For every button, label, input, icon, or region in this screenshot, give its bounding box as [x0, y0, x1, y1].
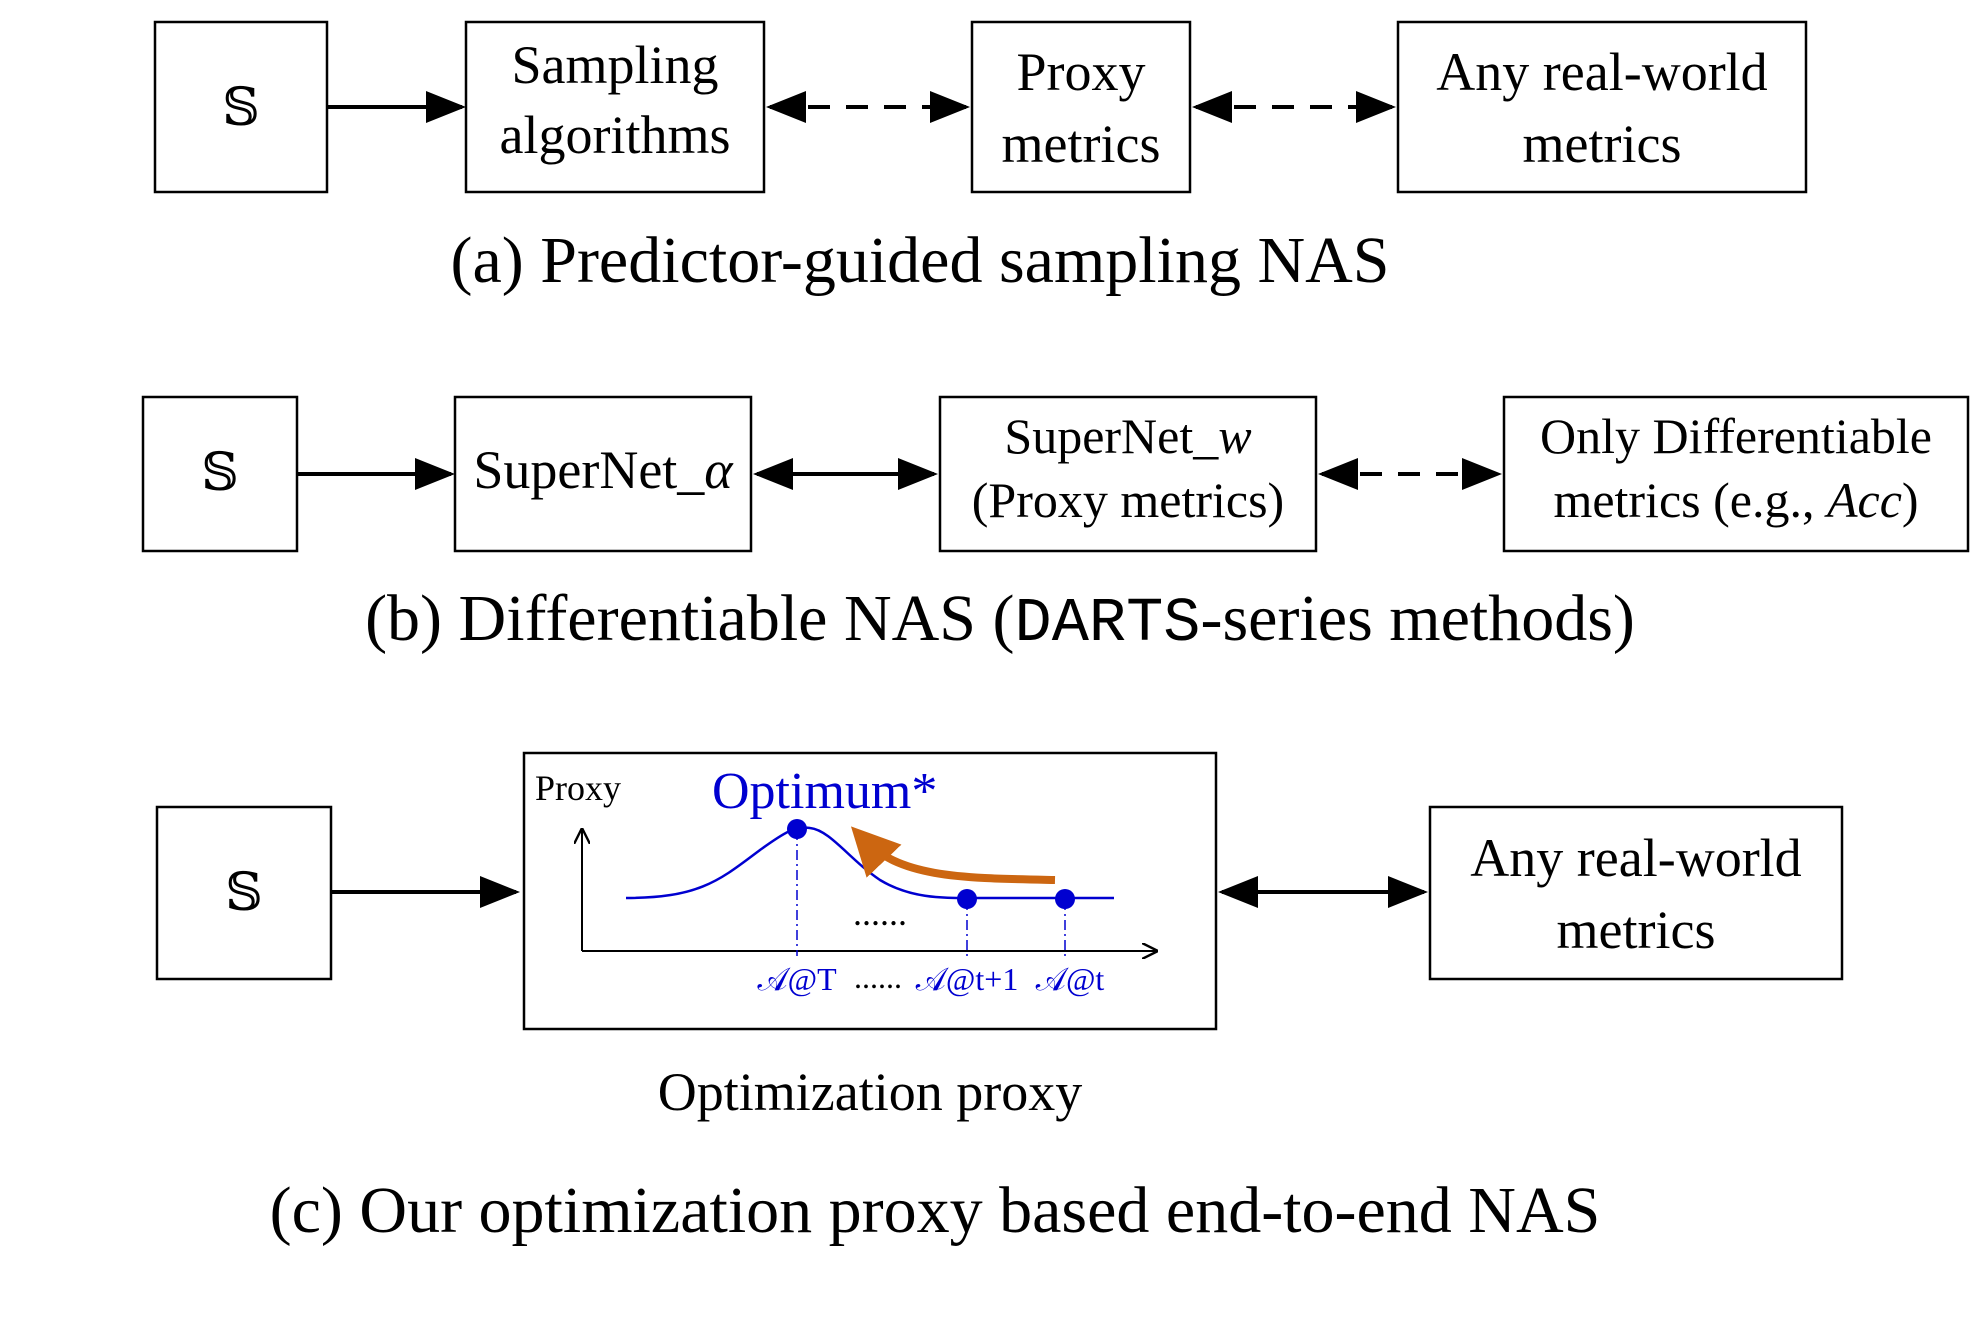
panel-b-diff-line1: Only Differentiable — [1540, 408, 1932, 464]
panel-c-tick-t: 𝒜@t — [1036, 961, 1105, 997]
panel-c-caption: (c) Our optimization proxy based end-to-… — [270, 1174, 1601, 1247]
panel-c-search-space-symbol: 𝕊 — [225, 863, 263, 923]
panel-c-y-axis-label: Proxy — [535, 768, 621, 808]
panel-c-tick-T: 𝒜@T — [757, 961, 837, 997]
panel-b-search-space-symbol: 𝕊 — [201, 443, 239, 503]
panel-b-supernet-alpha-text: SuperNet_ — [473, 440, 705, 500]
panel-c-proxy-curve — [625, 826, 1114, 900]
panel-b-diff-line2-italic: Acc — [1824, 472, 1902, 528]
panel-b-supernet-alpha-label: SuperNet_α — [473, 440, 734, 500]
panel-b-supernet-w-box — [938, 395, 1318, 553]
panel-c-tick-dots: ...... — [854, 959, 902, 995]
panel-a-proxy-line1: Proxy — [1016, 42, 1145, 102]
panel-b-caption-mono: DARTS — [1014, 588, 1200, 659]
panel-a-sampling-box — [464, 20, 766, 194]
panel-a-proxy-box — [970, 20, 1192, 194]
panel-a-real-world-box — [1396, 20, 1808, 194]
panel-c-tick-t1: 𝒜@t+1 — [916, 961, 1019, 997]
panel-b-supernet-alpha-box — [453, 395, 753, 553]
panel-a-proxy-line2: metrics — [1002, 114, 1161, 174]
panel-a-sampling-line1: Sampling — [511, 35, 718, 95]
panel-c-optimum-point — [787, 819, 807, 839]
panel-c-real-line2: metrics — [1557, 900, 1716, 960]
panel-c-real-world-box — [1428, 805, 1844, 981]
panel-a-real-line2: metrics — [1523, 114, 1682, 174]
panel-c-box-caption: Optimization proxy — [658, 1062, 1082, 1122]
panel-c-optimization-arrow — [850, 826, 1056, 884]
panel-a-search-space-symbol: 𝕊 — [222, 78, 260, 138]
panel-b-differentiable-box — [1502, 395, 1970, 553]
panel-a-caption: (a) Predictor-guided sampling NAS — [451, 224, 1390, 297]
panel-b-supernet-w-text: SuperNet_ — [1004, 408, 1219, 464]
panel-c: 𝕊 Proxy Optimum* ...... 𝒜@T ...... 𝒜@t+1… — [155, 751, 1844, 1247]
panel-b-caption: (b) Differentiable NAS (DARTS-series met… — [365, 582, 1635, 659]
panel-b-supernet-w-line1: SuperNet_w — [1004, 408, 1251, 464]
panel-c-proxy-plot: Proxy Optimum* ...... 𝒜@T ...... 𝒜@t+1 𝒜… — [535, 763, 1156, 997]
panel-c-middle-dots: ...... — [853, 893, 907, 933]
panel-b-diff-line2-pre: metrics (e.g., — [1553, 472, 1827, 528]
panel-c-point-t1 — [957, 889, 977, 909]
panel-a-real-line1: Any real-world — [1436, 42, 1767, 102]
panel-a: 𝕊 Sampling algorithms Proxy metrics Any … — [153, 20, 1808, 297]
panel-c-optimization-proxy-box — [522, 751, 1218, 1031]
panel-c-optimum-label: Optimum* — [712, 763, 937, 820]
panel-b: 𝕊 SuperNet_α SuperNet_w (Proxy metrics) … — [141, 395, 1970, 659]
panel-a-sampling-line2: algorithms — [500, 105, 731, 165]
panel-b-diff-line2-post: ) — [1902, 472, 1919, 528]
panel-b-diff-line2: metrics (e.g., Acc) — [1553, 472, 1918, 528]
panel-c-point-t — [1055, 889, 1075, 909]
panel-b-caption-post: -series methods) — [1201, 582, 1635, 655]
panel-c-real-line1: Any real-world — [1470, 828, 1801, 888]
panel-b-supernet-w-line2: (Proxy metrics) — [972, 472, 1284, 528]
panel-b-supernet-alpha-symbol: α — [704, 440, 734, 500]
panel-b-caption-pre: (b) Differentiable NAS ( — [365, 582, 1014, 655]
panel-b-supernet-w-symbol: w — [1218, 408, 1251, 464]
